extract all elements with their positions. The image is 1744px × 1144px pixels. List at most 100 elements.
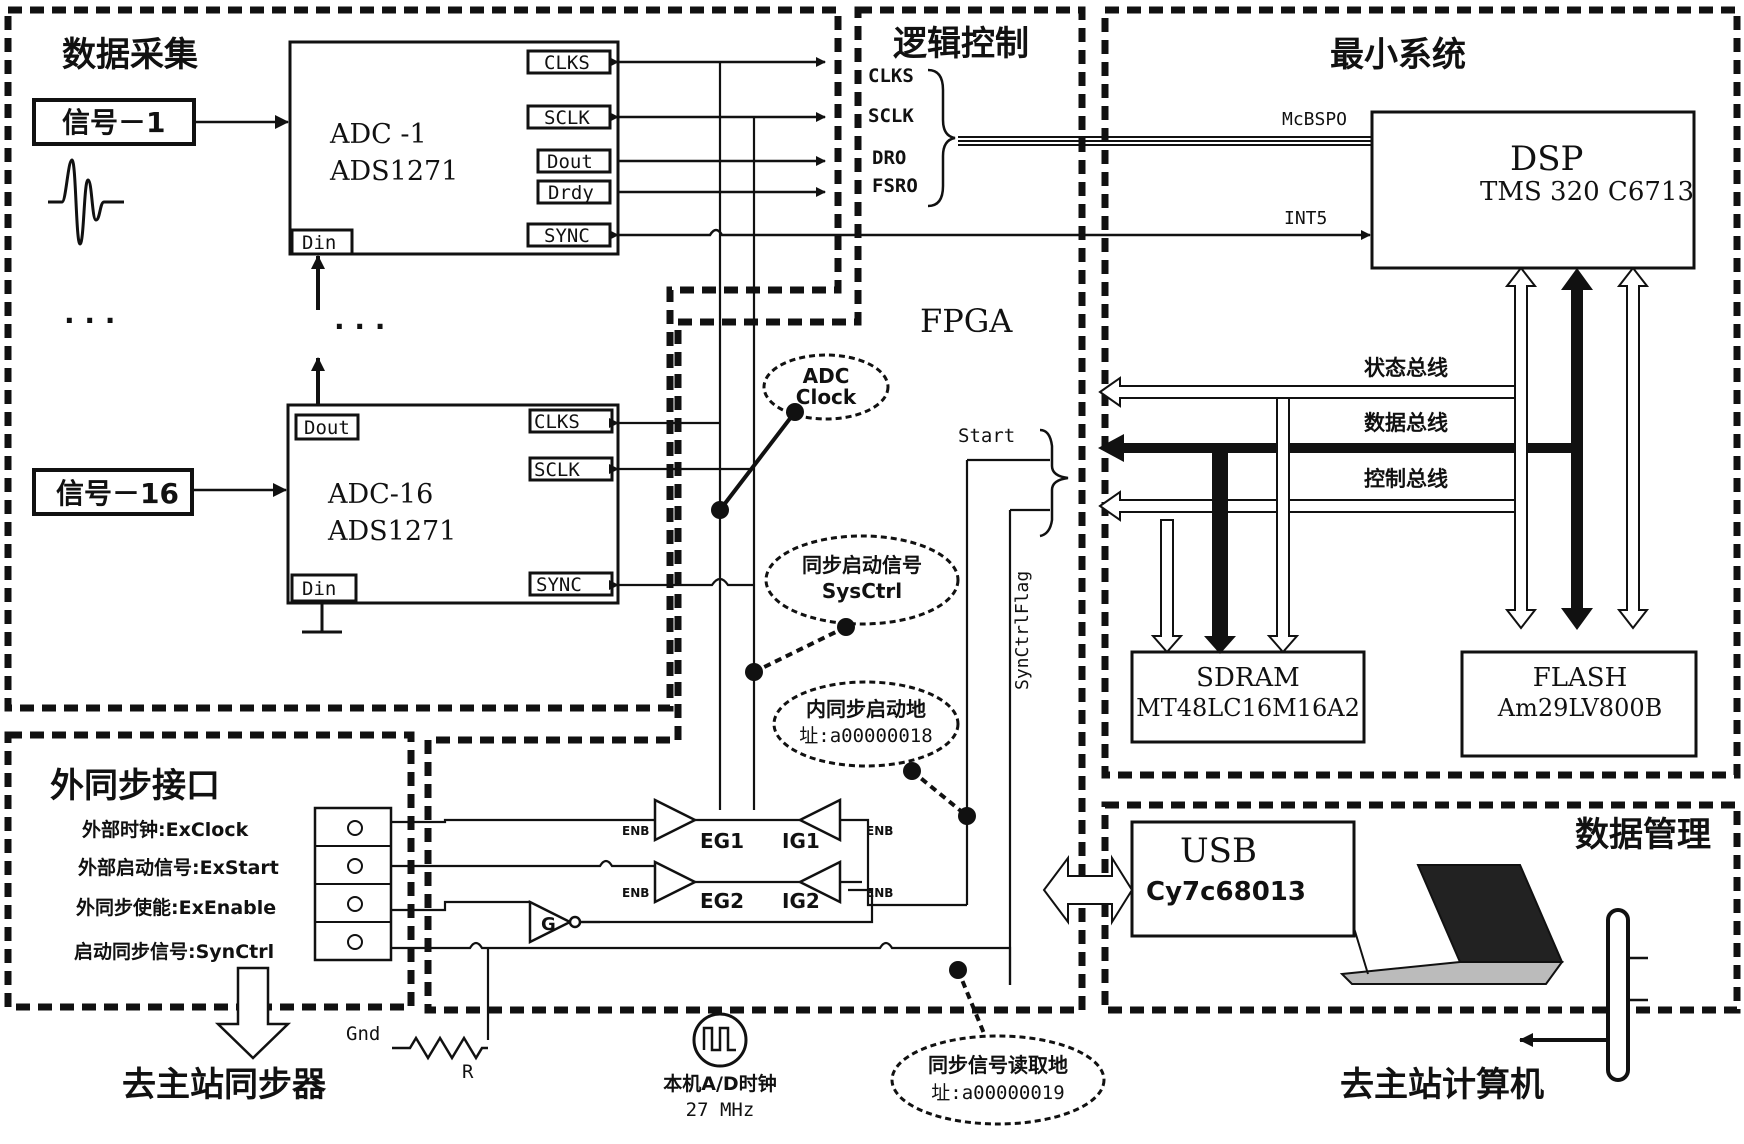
eg1-gate	[655, 800, 695, 840]
sysctrl-dot	[837, 618, 855, 636]
r-label: R	[462, 1061, 474, 1083]
fpga-wires	[618, 62, 1050, 985]
ig1-label: IG1	[782, 829, 820, 853]
logic-dro: DRO	[872, 147, 906, 169]
ellipsis-mid: · · ·	[334, 310, 385, 343]
data-bus-label: 数据总线	[1364, 411, 1448, 435]
flash-name: FLASH	[1533, 663, 1628, 693]
ext-port-synctrl: 启动同步信号:SynCtrl	[74, 940, 274, 963]
resistor-symbol	[392, 1038, 488, 1058]
dsp-bus-arrows	[1507, 268, 1647, 630]
usb-bidir-arrow	[1044, 858, 1132, 922]
logic-signal-labels: CLKS SCLK DRO FSRO	[868, 65, 955, 206]
enb-eg2: ENB	[622, 886, 649, 900]
ext-port-enable: 外同步使能:ExEnable	[76, 896, 276, 919]
adc1-name: ADC -1	[329, 119, 427, 150]
ext-sync-title: 外同步接口	[50, 766, 220, 806]
sysctrl-text-1: 同步启动信号	[802, 553, 922, 577]
min-system-title: 最小系统	[1330, 35, 1466, 75]
to-pc-label: 去主站计算机	[1340, 1065, 1544, 1105]
bus-lines	[1098, 378, 1577, 520]
sdram-name: SDRAM	[1196, 663, 1300, 693]
adc1-wires	[618, 62, 1370, 235]
gate-buffers	[530, 800, 840, 942]
to-sync-label: 去主站同步器	[122, 1065, 327, 1105]
inner-addr-dot	[903, 762, 921, 780]
inner-addr-bubble	[774, 682, 958, 766]
adc16-pin-sclk: SCLK	[534, 459, 580, 481]
dsp-name: DSP	[1510, 139, 1583, 179]
usb-part: Cy7c68013	[1146, 877, 1306, 907]
inner-addr-text-1: 内同步启动地	[806, 697, 926, 721]
inner-addr-text-2: 址:a00000018	[799, 725, 932, 747]
status-bus-label: 状态总线	[1364, 356, 1448, 380]
logic-title: 逻辑控制	[893, 24, 1029, 64]
adc1-pin-sync: SYNC	[544, 225, 590, 247]
read-addr-text-1: 同步信号读取地	[928, 1053, 1068, 1077]
enb-eg1: ENB	[622, 824, 649, 838]
adc1-pin-sclk: SCLK	[544, 107, 590, 129]
ext-port-start: 外部启动信号:ExStart	[78, 856, 279, 879]
inner-addr-pointer	[912, 771, 967, 816]
to-sync-arrow	[218, 968, 288, 1058]
enb-ig1: ENB	[866, 824, 893, 838]
adc16-pin-clks: CLKS	[534, 411, 580, 433]
eg1-label: EG1	[700, 829, 744, 853]
adc-clock-text-2: Clock	[796, 385, 857, 409]
sdram-bus-arrows	[1153, 398, 1297, 654]
control-bus-label: 控制总线	[1364, 467, 1448, 491]
sysctrl-pointer	[754, 627, 846, 672]
adc16-pin-dout: Dout	[304, 417, 350, 439]
sdram-part: MT48LC16M16A2	[1136, 694, 1360, 722]
adc-clock-node	[711, 501, 729, 519]
adc1-pin-dout: Dout	[547, 151, 593, 173]
eg2-gate	[655, 862, 695, 902]
ig2-label: IG2	[782, 889, 820, 913]
adc1-pin-din: Din	[302, 232, 336, 254]
data-mgmt-title: 数据管理	[1575, 815, 1711, 855]
logic-clks: CLKS	[868, 65, 914, 87]
g-label: G	[541, 914, 556, 935]
read-addr-text-2: 址:a00000019	[931, 1082, 1064, 1104]
logic-fsro: FSRO	[872, 175, 918, 197]
adc16-pin-sync: SYNC	[536, 574, 582, 596]
signal-16-label: 信号－16	[56, 477, 179, 510]
ground-symbol	[302, 603, 342, 632]
read-addr-dot	[949, 961, 967, 979]
read-addr-bubble	[892, 1036, 1104, 1124]
read-addr-pointer	[958, 970, 985, 1036]
gnd-label: Gnd	[346, 1023, 380, 1045]
eg2-label: EG2	[700, 889, 744, 913]
int5-label: INT5	[1284, 208, 1327, 229]
clock-label-1: 本机A/D时钟	[663, 1072, 776, 1095]
ellipsis-left: · · ·	[64, 304, 115, 337]
waveform-icon	[48, 160, 124, 244]
usb-name: USB	[1180, 831, 1257, 871]
host-bus-pillar	[1608, 910, 1628, 1080]
sysctrl-node	[745, 663, 763, 681]
mcbsp-label: McBSPO	[1282, 109, 1347, 130]
enb-ig2: ENB	[866, 886, 893, 900]
adc-clock-pointer	[720, 412, 795, 510]
mcbsp-bus	[958, 137, 1372, 145]
inner-addr-node	[958, 807, 976, 825]
flash-part: Am29LV800B	[1497, 694, 1663, 722]
adc16-part: ADS1271	[327, 516, 456, 547]
fpga-title: FPGA	[920, 302, 1013, 340]
acquisition-title: 数据采集	[62, 35, 198, 75]
start-brace	[1040, 430, 1068, 536]
dsp-part: TMS 320 C6713	[1480, 177, 1694, 207]
adc1-pin-clks: CLKS	[544, 52, 590, 74]
start-label: Start	[958, 425, 1015, 447]
logic-brace	[928, 70, 955, 206]
sysctrl-text-2: SysCtrl	[822, 579, 902, 603]
clock-label-2: 27 MHz	[686, 1099, 755, 1121]
logic-sclk: SCLK	[868, 105, 914, 127]
signal-1-label: 信号－1	[62, 106, 165, 139]
adc1-pins: CLKS SCLK Dout Drdy SYNC Din	[292, 51, 610, 254]
laptop-icon	[1342, 865, 1562, 984]
adc-clock-dot	[786, 403, 804, 421]
adc1-part: ADS1271	[329, 156, 458, 187]
